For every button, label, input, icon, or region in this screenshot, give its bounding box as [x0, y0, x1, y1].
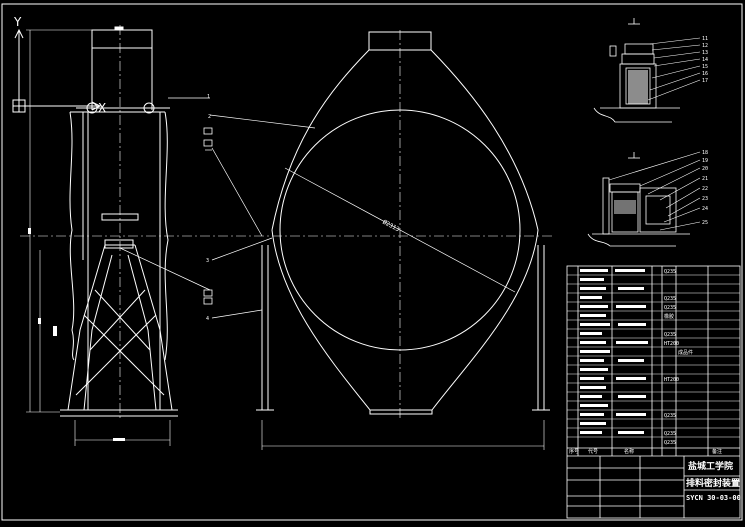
callout-15: 15	[702, 64, 708, 70]
bom-name-blocks	[580, 269, 648, 434]
detail-top-hatch	[628, 70, 648, 104]
dim-mark	[28, 228, 31, 234]
bom-material: Q235	[664, 440, 676, 446]
ucs-y-label: Y	[13, 15, 22, 29]
leader-lines	[119, 97, 316, 319]
bom-header-name: 名称	[624, 448, 634, 455]
callout-14: 14	[702, 57, 708, 63]
front-view	[256, 31, 550, 415]
bom-material: Q235	[664, 269, 676, 275]
bom-material: HT200	[664, 377, 679, 383]
side-view	[60, 26, 178, 417]
detail-bottom-callouts: 18 19 20 21 22 23 24 25	[702, 150, 708, 226]
bom-material: 橡胶	[664, 313, 674, 320]
detail-top-callouts: 11 12 13 14 15 16 17	[702, 36, 708, 84]
bom-header-remark: 备注	[712, 448, 722, 455]
callout-22: 22	[702, 186, 708, 192]
school-name: 盐城工学院	[688, 460, 733, 472]
dim-mark	[38, 318, 41, 324]
detail-top-leaders	[647, 37, 701, 101]
drawing-border	[1, 3, 743, 521]
diameter-dimension-line	[284, 167, 516, 293]
bom-header-code: 代号	[588, 448, 598, 455]
leader-label-4: 4	[206, 316, 209, 322]
datum-symbols	[203, 127, 213, 305]
callout-11: 11	[702, 36, 708, 42]
detail-bottom	[587, 152, 690, 247]
drawing-number: SYCN 30-03-00	[686, 494, 741, 502]
callout-23: 23	[702, 196, 708, 202]
leader-label-3: 3	[206, 258, 209, 264]
callout-13: 13	[702, 50, 708, 56]
drawing-name: 排料密封装置	[686, 477, 740, 489]
bom-material: Q235	[664, 332, 676, 338]
bom-material: HT200	[664, 341, 679, 347]
diameter-dimension-text: Ø2313	[381, 219, 401, 234]
bom-material: Q235	[664, 305, 676, 311]
callout-19: 19	[702, 158, 708, 164]
leader-label-1: 1	[207, 94, 210, 100]
bom-header-index: 序号	[569, 448, 579, 455]
detail-bottom-leaders	[608, 151, 701, 231]
callout-21: 21	[702, 176, 708, 182]
ucs-icon	[12, 28, 102, 113]
bom-material: Q235	[664, 413, 676, 419]
detail-top	[593, 18, 680, 123]
dim-mark	[53, 326, 57, 336]
bom-material: Q235	[664, 431, 676, 437]
leader-label-2: 2	[208, 114, 211, 120]
detail-bottom-hatch	[614, 200, 636, 214]
bom-purchased-label: 成品件	[678, 349, 693, 356]
callout-17: 17	[702, 78, 708, 84]
callout-16: 16	[702, 71, 708, 77]
side-view-dimensions	[26, 29, 171, 446]
dim-mark	[113, 438, 125, 441]
bom-materials: Q235 Q235 Q235 橡胶 Q235 HT200 HT200 Q235 …	[664, 269, 693, 446]
callout-12: 12	[702, 43, 708, 49]
front-view-dimensions	[261, 420, 545, 450]
bom-material: Q235	[664, 296, 676, 302]
callout-25: 25	[702, 220, 708, 226]
callout-18: 18	[702, 150, 708, 156]
callout-20: 20	[702, 166, 708, 172]
callout-24: 24	[702, 206, 708, 212]
bom-rows	[567, 274, 740, 438]
